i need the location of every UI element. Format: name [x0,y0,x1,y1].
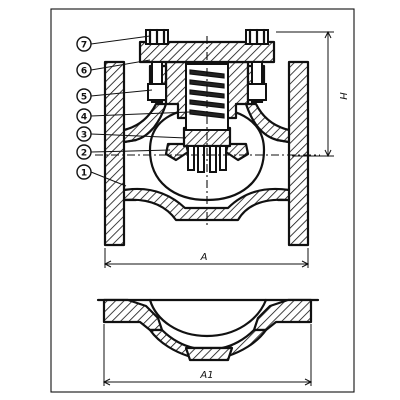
dimension-a-label: A [200,252,208,263]
guide-rib [209,145,217,173]
bolt-shank-right [251,61,263,103]
base-boss [184,346,234,362]
sheet-border [50,8,355,393]
dimension-h-label: H [337,92,348,100]
guide-rib [219,145,227,171]
callout-6: 6 [76,59,151,78]
right-flange [275,60,310,247]
left-flange [103,60,138,247]
lower-nut-left [147,83,167,101]
guide-rib [187,145,195,171]
callout-2: 2 [76,144,171,160]
callout-5: 5 [76,88,153,104]
callout-4: 4 [76,108,191,124]
svg-text:2: 2 [81,149,87,159]
valve-base-section [96,298,320,362]
cover-bolts [145,28,269,103]
bolt-shank-left [151,61,163,103]
svg-text:6: 6 [81,67,87,77]
svg-text:7: 7 [81,41,87,51]
callout-1: 1 [76,164,127,187]
svg-text:5: 5 [81,93,87,103]
dimension-a1: A1 [102,324,313,386]
callouts: 7 6 5 4 3 2 1 [76,35,191,187]
svg-text:4: 4 [81,113,87,123]
svg-text:3: 3 [81,131,87,141]
valve-body-section [95,28,320,247]
dimension-a1-label: A1 [199,370,213,381]
dimension-a: A [103,248,310,268]
base-bowl [148,328,268,358]
svg-text:1: 1 [81,169,87,179]
guide-rib [197,145,205,173]
body-wall-bottom [122,187,291,222]
base-left-lug [102,298,164,332]
base-right-lug [252,298,313,332]
callout-3: 3 [76,126,187,142]
lower-nut-right [247,83,267,101]
dimension-h: H [276,30,348,158]
base-inner-arc [148,298,268,338]
callout-7: 7 [76,35,151,52]
disc-guide-ribs [187,145,227,173]
